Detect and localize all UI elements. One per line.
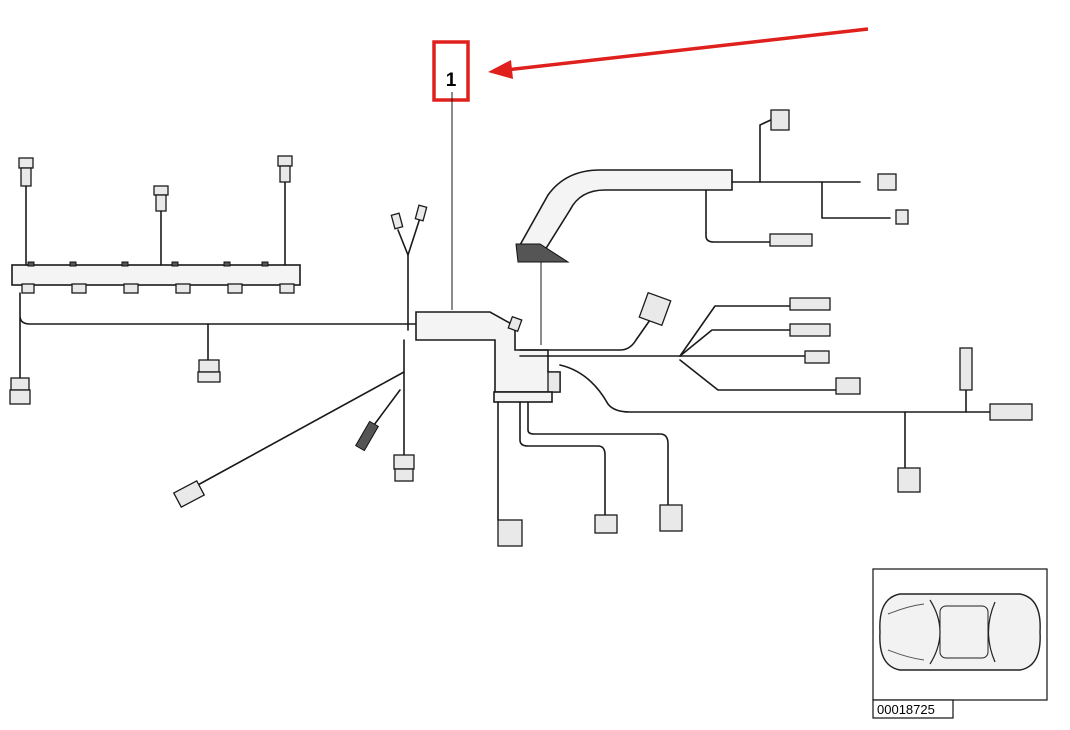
callout-1[interactable]: 1 [432,40,470,102]
lower-left-connector [172,479,206,509]
reference-number-box: 00018725 [872,699,954,719]
car-top-view-icon [879,593,1041,671]
junction-block [415,311,561,403]
left-drop-connector [9,377,31,405]
arrow-icon [488,27,869,79]
injector-rail [11,155,301,294]
cover-arm [515,109,909,345]
callout-label: 1 [446,70,457,91]
wiring-harness [9,109,1033,547]
center-drop-connector [197,359,221,383]
callout-highlight-box [432,40,470,102]
reference-number: 00018725 [877,702,935,717]
car-inset: 00018725 [872,568,1048,719]
lower-center-connector [393,454,415,482]
oxygen-sensor-connector [354,420,380,452]
